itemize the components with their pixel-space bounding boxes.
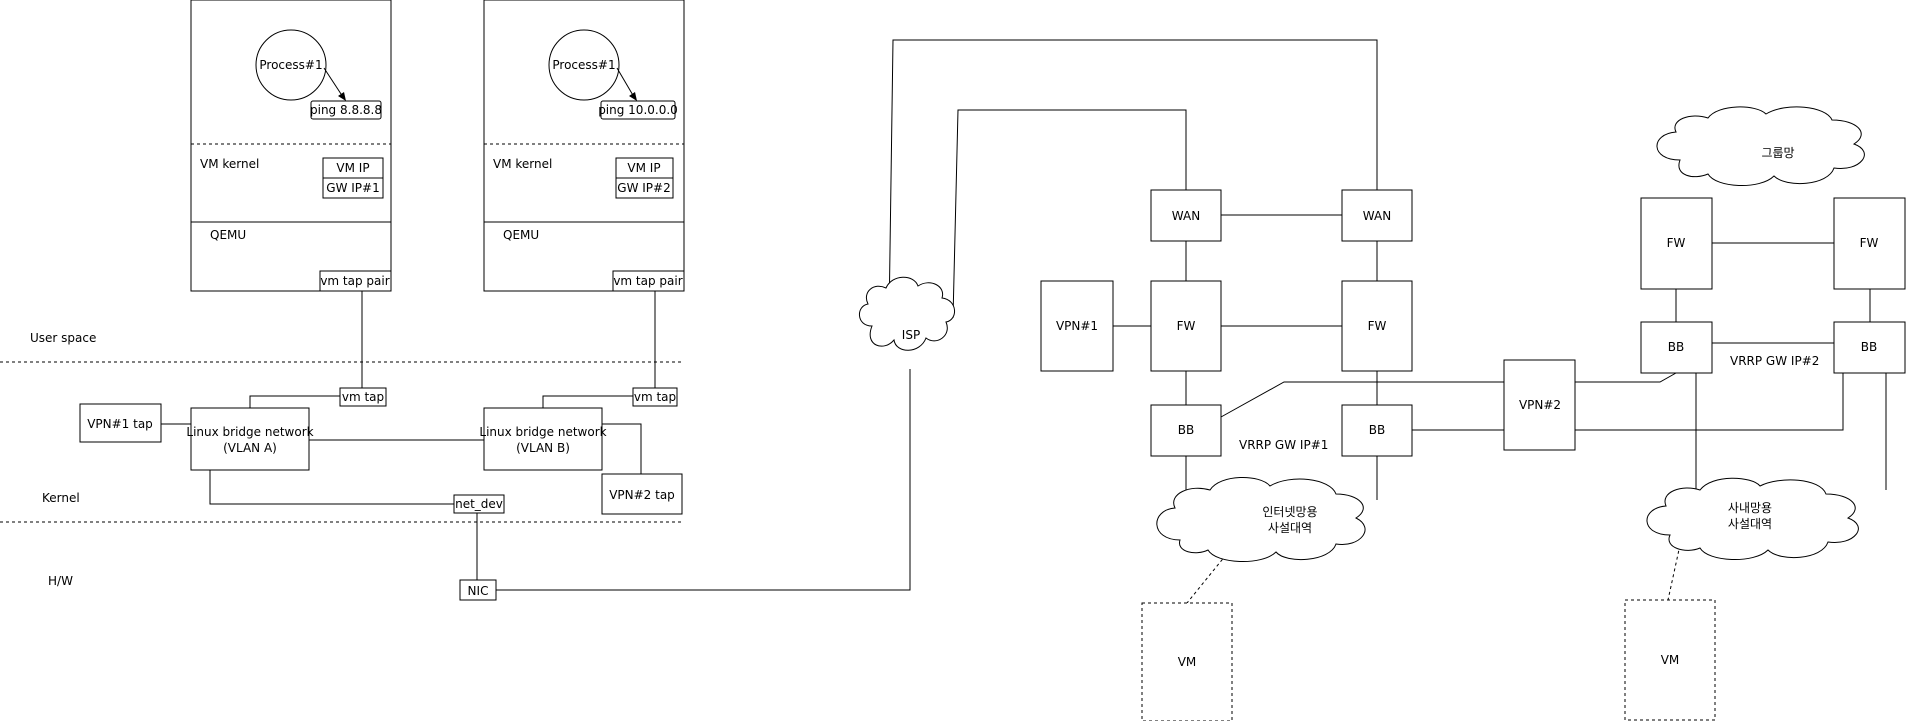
net-dev-label: net_dev [455,497,503,511]
vm2-box: Process#1 ping 10.0.0.0 VM kernel VM IP … [483,0,685,292]
nic-box [459,579,497,601]
vpn1-tap-box [79,403,162,443]
intranet-cloud-line1: 사내망용 [1728,501,1772,515]
vpn1-tap-label: VPN#1 tap [87,417,153,431]
vpn2-box [1503,359,1576,451]
wan-left-box [1150,189,1222,242]
vm1-gw-ip-box [322,177,384,199]
vm2-tap-pair-label: vm tap pair [613,274,682,288]
bb-left-label: BB [1178,423,1194,437]
vm2-ping-label: ping 10.0.0.0 [598,103,678,117]
vm1-gw-ip-label: GW IP#1 [326,181,379,195]
user-space-label: User space [30,331,96,345]
wan-right-box [1341,189,1413,242]
bridge-a-label-line1: Linux bridge network [186,425,313,439]
bb-right-label: BB [1369,423,1385,437]
wan-left-label: WAN [1172,209,1200,223]
fw-left-label: FW [1177,319,1196,333]
group-cloud-label: 그룹망 [1761,146,1794,160]
nic-label: NIC [468,584,489,598]
vpn2-label: VPN#2 [1519,398,1561,412]
vm2-kernel-label: VM kernel [493,157,552,171]
vm2-vm-ip-label: VM IP [627,161,660,175]
fw2-right-label: FW [1860,236,1879,250]
bridge-b-label-line2: (VLAN B) [516,441,570,455]
vrrp2-label: VRRP GW IP#2 [1730,354,1819,368]
bb2-right-box [1833,321,1906,374]
vm-tap-b-label: vm tap [634,390,676,404]
vm-tap-a-box [339,387,387,407]
vm1-process-circle [255,29,327,101]
vm-tap-a-label: vm tap [342,390,384,404]
vm-right-box [1624,599,1716,721]
vm1-kernel-label: VM kernel [200,157,259,171]
vm2-arrowhead-icon [629,92,637,101]
bridge-a-box [190,407,310,471]
bridge-b-label-line1: Linux bridge network [479,425,606,439]
fw-left-box [1150,280,1222,372]
vpn2-tap-box [601,473,683,515]
vm1-vm-ip-label: VM IP [336,161,369,175]
group-cloud: 그룹망 [1656,106,1865,187]
vm2-process-label: Process#1 [552,58,615,72]
vm-right-label: VM [1661,653,1680,667]
network-wires [888,39,1887,604]
vm2-ping-box [600,100,676,120]
vpn1-box [1040,280,1114,372]
bb2-left-box [1640,321,1713,374]
vrrp1-label: VRRP GW IP#1 [1239,438,1328,452]
vm-tap-b-box [632,387,678,407]
vm1-process-arrow [323,67,344,98]
wan-right-label: WAN [1363,209,1391,223]
isp-cloud: ISP [859,276,955,351]
internet-cloud-line2: 사설대역 [1268,521,1312,535]
fw-right-box [1341,280,1413,372]
fw2-left-box [1640,197,1713,290]
fw2-right-box [1833,197,1906,290]
bb2-right-label: BB [1861,340,1877,354]
bridge-b-box [483,407,603,471]
vm2-process-circle [548,29,620,101]
net-dev-box [453,494,505,514]
vm2-tap-pair-box [612,270,685,292]
fw2-left-label: FW [1667,236,1686,250]
vm2-process-arrow [616,67,635,98]
vm-left-box [1141,602,1233,721]
vm2-qemu-label: QEMU [503,228,539,242]
fw-right-label: FW [1368,319,1387,333]
bb-right-box [1341,404,1413,457]
vpn2-tap-label: VPN#2 tap [609,488,675,502]
vpn1-label: VPN#1 [1056,319,1098,333]
vm1-ping-label: ping 8.8.8.8 [310,103,382,117]
internet-cloud: 인터넷망용 사설대역 [1156,476,1366,562]
bb-left-box [1150,404,1222,457]
vm1-process-label: Process#1 [259,58,322,72]
vm1-arrowhead-icon [338,92,346,101]
vm1-tap-pair-box [319,270,392,292]
vm1-tap-pair-label: vm tap pair [320,274,389,288]
host-connectors [161,291,911,591]
vm1-qemu-label: QEMU [210,228,246,242]
bridge-a-label-line2: (VLAN A) [223,441,277,455]
intranet-cloud: 사내망용 사설대역 [1646,477,1859,560]
isp-label: ISP [902,328,920,342]
internet-cloud-line1: 인터넷망용 [1262,505,1317,519]
vm2-gw-ip-box [615,177,674,199]
vm1-ping-box [310,100,382,120]
hw-label: H/W [48,574,73,588]
vm1-box: Process#1 ping 8.8.8.8 VM kernel VM IP G… [190,0,392,292]
vm-left-label: VM [1178,655,1197,669]
intranet-cloud-line2: 사설대역 [1728,517,1772,531]
vm2-gw-ip-label: GW IP#2 [617,181,670,195]
bb2-left-label: BB [1668,340,1684,354]
kernel-label: Kernel [42,491,80,505]
